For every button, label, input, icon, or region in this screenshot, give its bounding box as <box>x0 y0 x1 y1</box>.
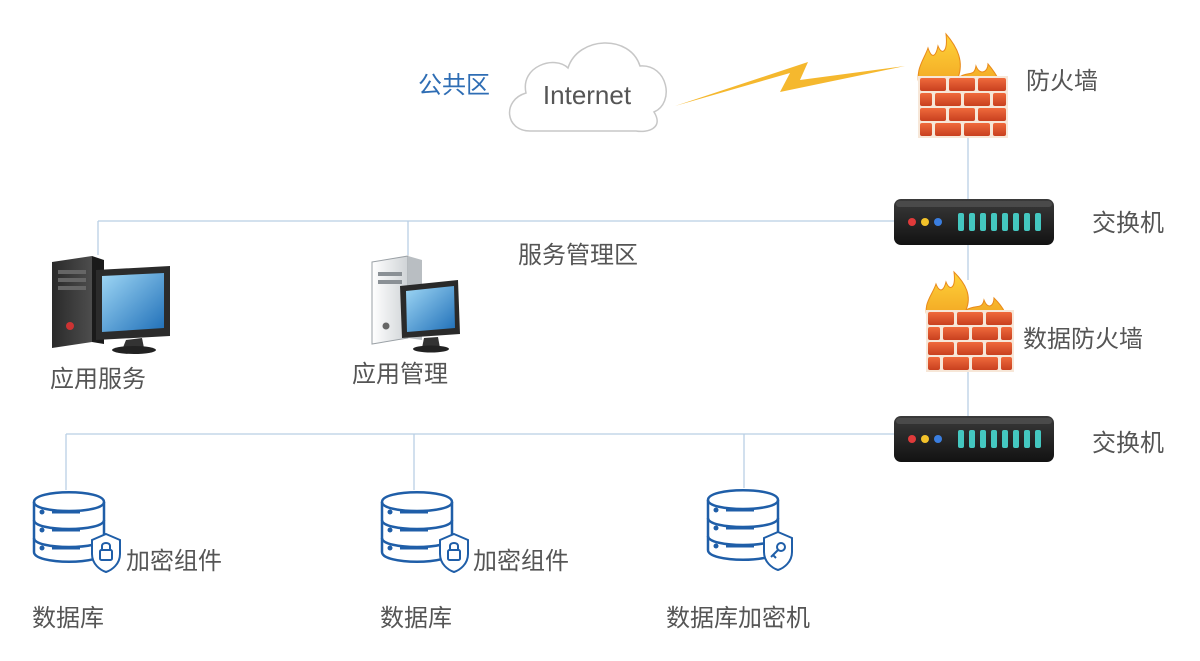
server-tower-icon <box>371 255 460 353</box>
lock-shield-icon-2 <box>439 532 469 574</box>
db1-label: 数据库 <box>32 604 104 632</box>
db2-component-label: 加密组件 <box>473 547 569 575</box>
key-shield-icon <box>763 530 793 572</box>
switch-top-label: 交换机 <box>1092 209 1164 237</box>
switch-icon-top <box>894 199 1054 245</box>
internet-label: Internet <box>543 80 632 110</box>
connection-lines <box>65 138 969 490</box>
app-service-label: 应用服务 <box>50 365 146 393</box>
database-icon-1 <box>32 491 106 563</box>
switch-bottom-label: 交换机 <box>1092 429 1164 457</box>
firewall-icon <box>917 32 1008 138</box>
lock-shield-icon-1 <box>91 532 121 574</box>
database-icon-2 <box>380 491 454 563</box>
public-zone-label: 公共区 <box>418 71 490 99</box>
data-firewall-icon <box>925 270 1014 372</box>
db2-label: 数据库 <box>380 604 452 632</box>
desktop-computer-icon <box>52 256 170 354</box>
firewall-label: 防火墙 <box>1026 67 1098 95</box>
service-zone-label: 服务管理区 <box>518 241 638 269</box>
switch-icon-bottom <box>894 416 1054 462</box>
lightning-link-icon <box>675 62 905 106</box>
cloud-icon: Internet <box>508 42 667 133</box>
db1-component-label: 加密组件 <box>126 547 222 575</box>
app-manage-label: 应用管理 <box>352 360 448 388</box>
data-firewall-label: 数据防火墙 <box>1023 325 1143 353</box>
db3-label: 数据库加密机 <box>666 604 810 632</box>
